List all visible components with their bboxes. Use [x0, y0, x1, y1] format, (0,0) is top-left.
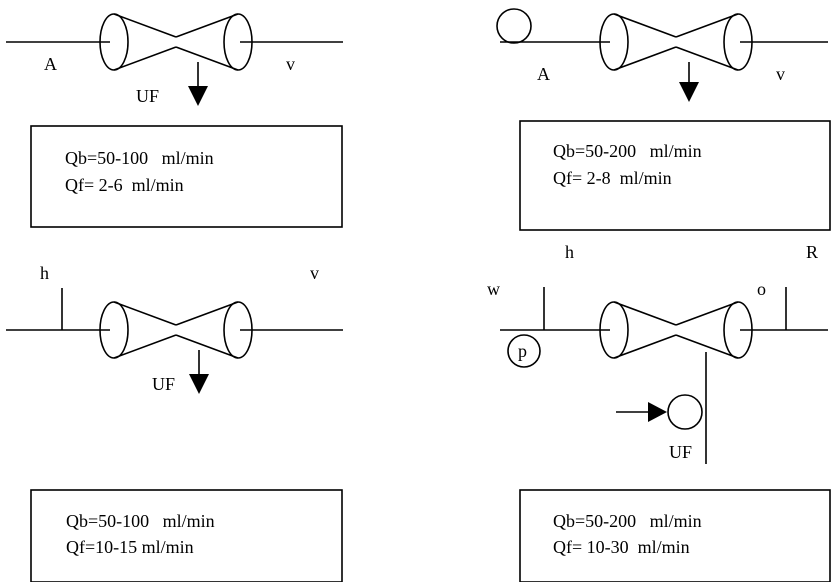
- label-h: h: [40, 263, 49, 283]
- panel-bottom-right: w o p UF Qb=50-200 ml/min Qf= 10-30 ml/m…: [487, 279, 831, 582]
- info-qb: Qb=50-100 ml/min: [65, 148, 214, 168]
- info-box: [30, 489, 343, 582]
- info-qf: Qf= 2-6 ml/min: [65, 175, 184, 195]
- hemofilter: [599, 13, 753, 71]
- info-box: [519, 489, 831, 582]
- hemofilter: [99, 301, 253, 359]
- label-uf: UF: [136, 86, 159, 106]
- panel-bottom-left: h v UF Qb=50-100 ml/min Qf=10-15 ml/min: [6, 263, 343, 582]
- label-r: R: [806, 242, 818, 262]
- uf-arrow-icon: [189, 374, 209, 394]
- uf-arrow-icon: [648, 402, 667, 422]
- pump-icon: [507, 334, 541, 368]
- label-w: w: [487, 279, 500, 299]
- info-qf: Qf= 10-30 ml/min: [553, 537, 690, 557]
- info-qb: Qb=50-100 ml/min: [66, 511, 215, 531]
- info-qf: Qf= 2-8 ml/min: [553, 168, 672, 188]
- panel-top-left: A v UF Qb=50-100 ml/min Qf= 2-6 ml/min: [6, 13, 343, 228]
- label-arterial: A: [537, 64, 550, 84]
- label-venous: v: [286, 54, 295, 74]
- label-o: o: [757, 279, 766, 299]
- label-h: h: [565, 242, 574, 262]
- info-box: [30, 125, 343, 228]
- uf-arrow-icon: [679, 82, 699, 102]
- uf-pump-icon: [667, 394, 703, 430]
- uf-arrow-icon: [188, 86, 208, 106]
- label-venous: v: [776, 64, 785, 84]
- pump-icon: [496, 8, 532, 44]
- info-qb: Qb=50-200 ml/min: [553, 141, 702, 161]
- hemofilter: [599, 301, 753, 359]
- label-arterial: A: [44, 54, 57, 74]
- panel-top-right: A v Qb=50-200 ml/min Qf= 2-8 ml/min h R: [496, 8, 831, 262]
- label-v: v: [310, 263, 319, 283]
- hemofilter: [99, 13, 253, 71]
- label-p: p: [518, 341, 527, 361]
- label-uf: UF: [152, 374, 175, 394]
- info-qf: Qf=10-15 ml/min: [66, 537, 194, 557]
- info-qb: Qb=50-200 ml/min: [553, 511, 702, 531]
- label-uf: UF: [669, 442, 692, 462]
- info-box: [519, 120, 831, 231]
